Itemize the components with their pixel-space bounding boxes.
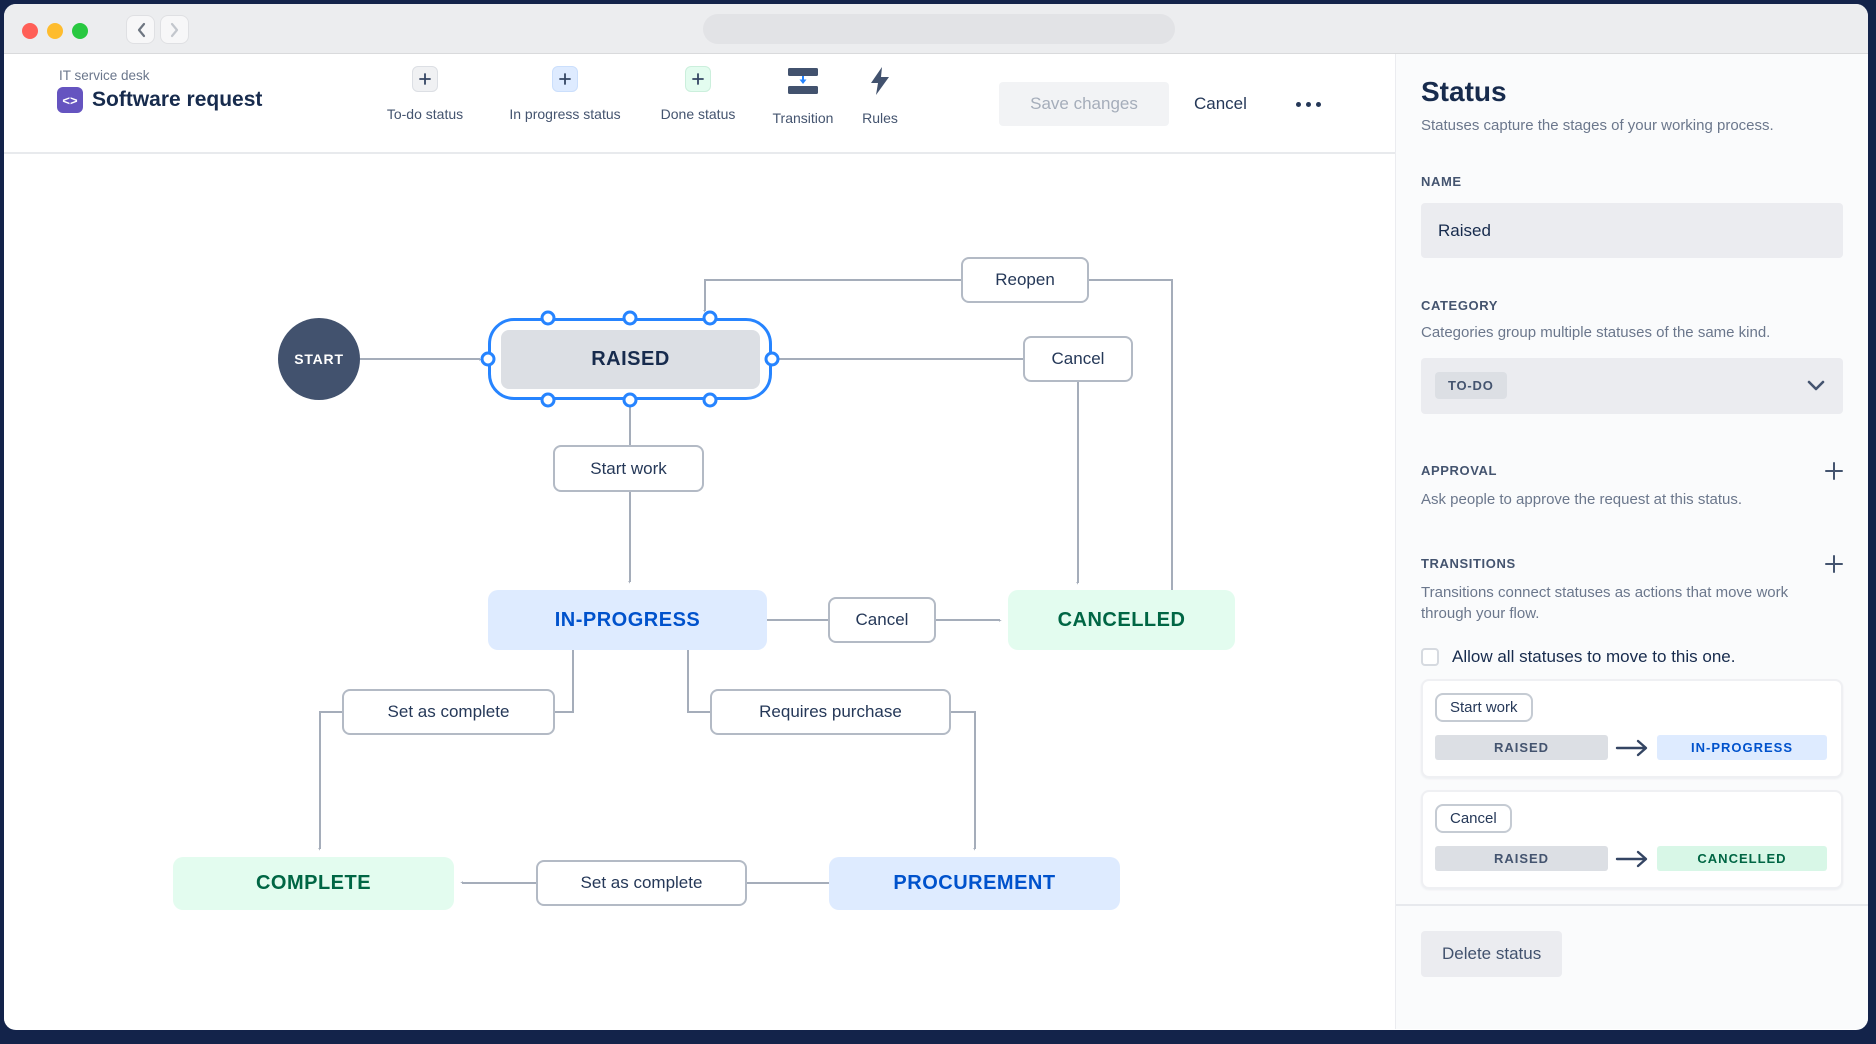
to-status-badge: IN-PROGRESS [1657,735,1827,760]
from-status-badge: RAISED [1435,735,1608,760]
back-button[interactable] [126,15,155,44]
more-options-button[interactable] [1296,102,1321,107]
save-changes-button[interactable]: Save changes [999,82,1169,126]
start-node[interactable]: START [278,318,360,400]
transition-set-as-complete-2[interactable]: Set as complete [536,860,747,906]
add-transition-button[interactable]: Transition [728,66,878,126]
transition-reopen[interactable]: Reopen [961,257,1089,303]
browser-chrome [4,4,1868,54]
minimize-window-button[interactable] [47,23,63,39]
category-help: Categories group multiple statuses of th… [1421,324,1771,341]
status-node-cancelled[interactable]: CANCELLED [1008,590,1235,650]
address-bar[interactable] [703,14,1175,44]
selection-handle[interactable] [622,310,638,326]
transition-name-chip[interactable]: Start work [1435,693,1533,722]
selection-handle[interactable] [622,392,638,408]
traffic-lights [22,23,88,39]
plus-icon [419,73,431,85]
workflow-toolbar: IT service desk <> Software request To-d… [4,54,1395,154]
status-node-complete[interactable]: COMPLETE [173,857,454,910]
panel-subtitle: Statuses capture the stages of your work… [1421,117,1774,134]
transition-cancel-inprogress[interactable]: Cancel [828,597,936,643]
name-label: NAME [1421,174,1462,189]
from-status-badge: RAISED [1435,846,1608,871]
close-window-button[interactable] [22,23,38,39]
selection-handle[interactable] [540,392,556,408]
transitions-help: Transitions connect statuses as actions … [1421,583,1789,623]
plus-icon [559,73,571,85]
add-approval-button[interactable] [1825,461,1843,480]
approval-label: APPROVAL [1421,463,1498,479]
chevron-right-icon [170,22,178,37]
selection-handle[interactable] [764,351,780,367]
delete-status-button[interactable]: Delete status [1421,931,1563,977]
transition-set-as-complete[interactable]: Set as complete [342,689,555,735]
arrow-right-icon [1615,739,1647,756]
to-status-badge: CANCELLED [1657,846,1827,871]
category-label: CATEGORY [1421,298,1499,313]
category-select[interactable]: TO-DO [1421,357,1843,414]
arrow-right-icon [1615,850,1647,867]
selection-handle[interactable] [702,310,718,326]
cancel-button[interactable]: Cancel [1194,94,1247,113]
add-transition-panel-button[interactable] [1825,554,1843,573]
add-inprogress-status-button[interactable]: In progress status [490,66,640,122]
transition-card-start-work[interactable]: Start work RAISED IN-PROGRESS [1421,679,1843,778]
status-name-input[interactable]: Raised [1421,203,1843,258]
status-node-raised[interactable]: RAISED [501,330,760,389]
project-icon: <> [57,87,83,113]
transitions-label: TRANSITIONS [1421,556,1516,571]
panel-divider [1396,904,1868,906]
forward-button[interactable] [160,15,189,44]
add-done-status-button[interactable]: Done status [623,66,773,122]
allow-all-statuses-label: Allow all statuses to move to this one. [1452,647,1736,666]
selection-handle[interactable] [702,392,718,408]
panel-title: Status [1421,76,1507,107]
zoom-window-button[interactable] [72,23,88,39]
chevron-down-icon [1807,380,1825,391]
browser-window: IT service desk <> Software request To-d… [4,4,1868,1030]
breadcrumb[interactable]: IT service desk [59,68,150,83]
selection-handle[interactable] [480,351,496,367]
transition-start-work[interactable]: Start work [553,445,704,492]
transition-name-chip[interactable]: Cancel [1435,804,1512,833]
allow-all-statuses-checkbox[interactable] [1421,648,1439,666]
transition-icon [788,68,818,94]
transition-cancel-raised[interactable]: Cancel [1023,336,1133,382]
transition-requires-purchase[interactable]: Requires purchase [710,689,951,735]
status-node-in-progress[interactable]: IN-PROGRESS [488,590,767,650]
selection-handle[interactable] [540,310,556,326]
workflow-connectors [4,279,1173,884]
transition-card-cancel[interactable]: Cancel RAISED CANCELLED [1421,790,1843,889]
workflow-canvas[interactable]: START RAISED IN-PROGRESS CANCELLED COMPL… [4,154,1395,1029]
page-title: Software request [92,88,263,111]
status-node-procurement[interactable]: PROCUREMENT [829,857,1120,910]
lightning-bolt-icon [871,67,889,95]
status-detail-panel: Status Statuses capture the stages of yo… [1395,54,1868,1029]
chevron-left-icon [137,22,145,37]
rules-button[interactable]: Rules [805,66,955,126]
plus-icon [692,73,704,85]
add-todo-status-button[interactable]: To-do status [350,66,500,122]
approval-help: Ask people to approve the request at thi… [1421,490,1743,508]
category-value-badge: TO-DO [1435,372,1507,400]
